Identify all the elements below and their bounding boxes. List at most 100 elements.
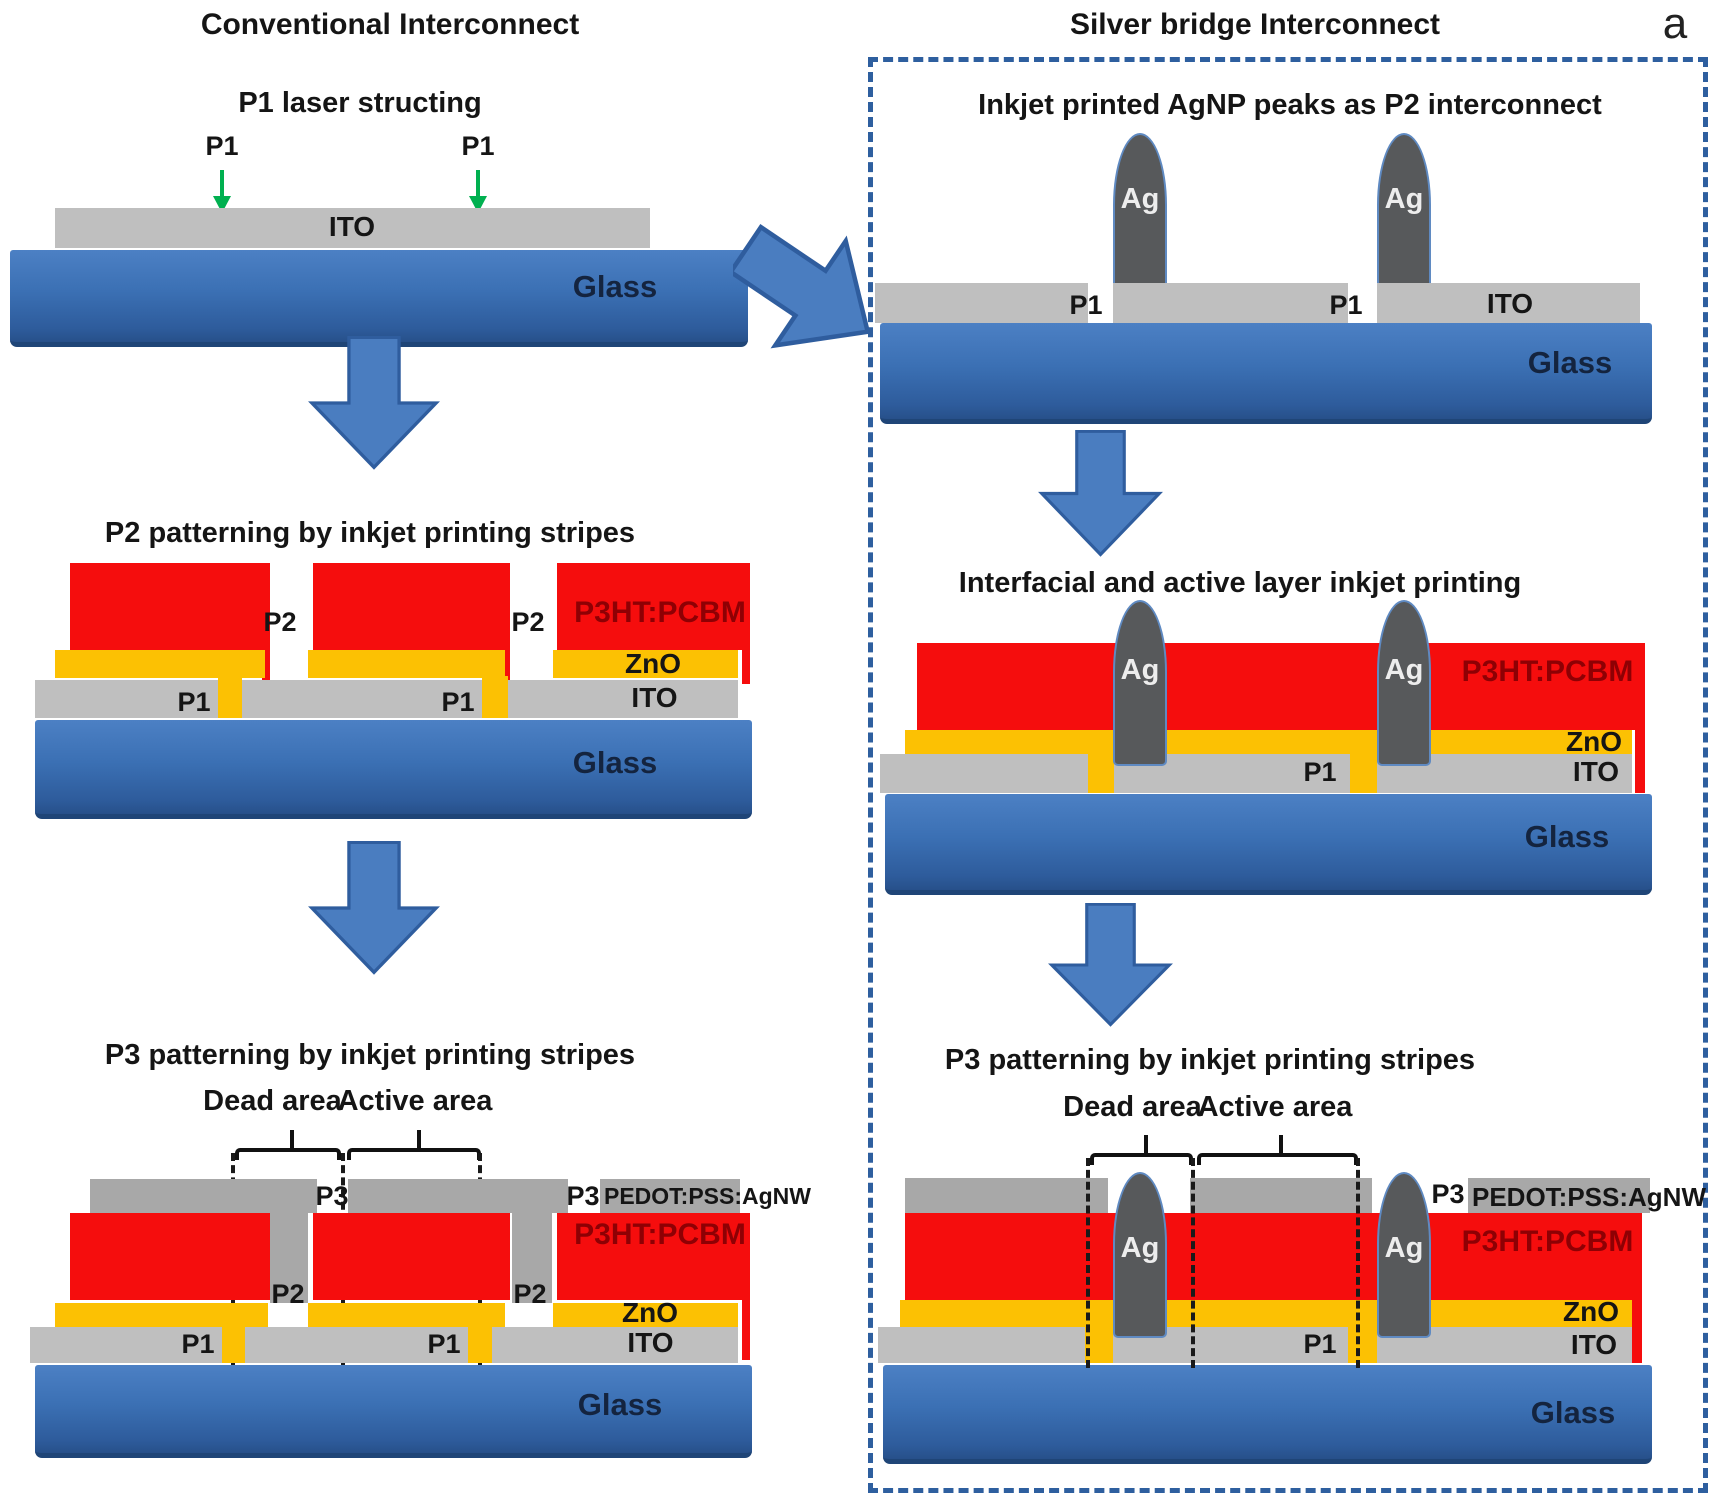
left-step2-p3ht-pcbm-label: P3HT:PCBM (574, 596, 746, 629)
left-step2-active-block-2 (313, 563, 510, 650)
right-step1-ag-pillar-right: Ag (1377, 133, 1431, 301)
left-step3-glass-substrate (35, 1365, 752, 1458)
ag-label: Ag (1120, 654, 1160, 686)
left-column-title: Conventional Interconnect (200, 8, 580, 41)
dashed-boundary-line (1191, 1158, 1195, 1368)
figure-panel-letter: a (1662, 0, 1688, 48)
right-step1-glass-substrate (880, 323, 1652, 424)
left-step2-red-edge-sliver (262, 648, 270, 684)
right-step2-p1-label: P1 (1303, 757, 1337, 787)
left-step2-glass-substrate (35, 720, 752, 819)
left-step3-p2-electrode-fill (270, 1179, 308, 1303)
right-step2-ag-pillar-right: Ag (1377, 600, 1431, 766)
right-step3-pedot-agnw-label: PEDOT:PSS:AgNW (1472, 1182, 1706, 1212)
ag-label: Ag (1384, 183, 1424, 215)
left-step2-zno-layer (553, 650, 738, 678)
right-step2-p1-groove-fill (1088, 730, 1114, 793)
bracket-tick (1144, 1135, 1148, 1157)
right-step3-ito-segment (878, 1327, 1085, 1363)
right-step2-p3ht-pcbm-label: P3HT:PCBM (1461, 655, 1634, 688)
left-step2-ito-label: ITO (631, 682, 678, 713)
left-step2-p2-label-left: P2 (263, 607, 297, 637)
active-area-bracket (347, 1130, 481, 1160)
right-column-title: Silver bridge Interconnect (1069, 8, 1441, 41)
right-step3-top-electrode-segment (905, 1178, 1108, 1213)
left-step2-ito-segment (508, 680, 738, 718)
left-step3-ito-segment (30, 1327, 222, 1363)
right-step3-caption: P3 patterning by inkjet printing stripes (944, 1044, 1476, 1076)
left-step3-red-edge-sliver (742, 1300, 750, 1360)
left-step3-p2-electrode-fill (512, 1179, 552, 1303)
right-step3-p3ht-pcbm-label: P3HT:PCBM (1461, 1225, 1634, 1258)
right-step1-p1-label-left: P1 (1069, 290, 1103, 320)
right-step2-caption: Interfacial and active layer inkjet prin… (958, 567, 1522, 599)
left-step2-active-block-3 (557, 563, 750, 650)
left-step1-caption: P1 laser structing (238, 87, 482, 119)
left-step2-ito-segment (35, 680, 218, 718)
dashed-boundary-line (1086, 1158, 1090, 1368)
left-step3-p1-groove-fill (222, 1303, 245, 1363)
left-step2-zno-label: ZnO (625, 648, 681, 679)
left-step2-red-edge-sliver (502, 648, 510, 684)
left-step3-ito-label: ITO (627, 1327, 674, 1358)
right-step2-ag-pillar-left: Ag (1113, 600, 1167, 766)
left-step1-glass-label: Glass (572, 269, 658, 304)
right-step3-glass-substrate (883, 1365, 1652, 1464)
right-step2-ito-segment (880, 754, 1088, 793)
flow-arrow-down-icon (1048, 903, 1173, 1027)
right-step3-zno-label: ZnO (1563, 1296, 1619, 1327)
left-step1-ito-label: ITO (328, 211, 376, 242)
right-step2-zno-layer (905, 730, 1632, 754)
right-step3-active-area-label: Active area (1197, 1091, 1353, 1123)
laser-arrow-icon (469, 170, 487, 213)
bracket-tick (290, 1130, 294, 1152)
dead-area-bracket (235, 1130, 341, 1160)
right-step3-red-edge-sliver (1632, 1300, 1642, 1363)
flow-arrow-right-icon (733, 224, 871, 349)
right-step3-p1-groove-fill (1348, 1300, 1377, 1363)
right-step1-glass-label: Glass (1527, 345, 1613, 380)
left-step1-p1-label-right: P1 (461, 131, 495, 161)
right-step1-ito-segment (1377, 283, 1640, 323)
flow-arrow-down-icon (1038, 430, 1163, 557)
left-step2-zno-layer (308, 650, 505, 678)
right-step3-ito-label: ITO (1570, 1329, 1618, 1360)
right-step2-red-edge-sliver (1635, 730, 1645, 793)
flow-arrow-down-icon (308, 841, 440, 975)
left-step2-glass-label: Glass (572, 745, 658, 780)
left-step3-p2-label-left: P2 (271, 1279, 305, 1309)
left-step3-p3-label: P3 (315, 1181, 349, 1211)
left-step3-ito-segment (245, 1327, 468, 1363)
left-step2-p1-groove-fill (482, 676, 508, 718)
left-step1-p1-label-left: P1 (205, 131, 239, 161)
left-step3-p1-label-left: P1 (181, 1329, 215, 1359)
bracket-tick (417, 1130, 421, 1152)
left-step3-p1-label-right: P1 (427, 1329, 461, 1359)
right-step2-glass-label: Glass (1524, 819, 1610, 854)
left-step3-zno-layer (553, 1303, 738, 1327)
left-step1-ito-layer (55, 208, 650, 248)
ag-label: Ag (1120, 183, 1160, 215)
left-step3-active-block-1 (70, 1213, 270, 1300)
laser-arrow-icon (213, 170, 231, 213)
left-step2-caption: P2 patterning by inkjet printing stripes (104, 517, 636, 549)
left-step3-pedot-agnw-label: PEDOT:PSS:AgNW (604, 1183, 811, 1209)
flow-arrow-down-icon (308, 336, 440, 470)
right-step3-zno-layer (900, 1300, 1632, 1327)
left-step2-p1-label-left: P1 (177, 687, 211, 717)
right-step3-ag-pillar-right: Ag (1377, 1172, 1431, 1338)
left-step3-p3-label-right: P3 (566, 1181, 600, 1211)
right-step1-ito-segment (1113, 283, 1348, 323)
right-step3-top-electrode-segment (1190, 1178, 1372, 1213)
ag-label: Ag (1120, 1232, 1160, 1264)
left-step3-glass-label: Glass (577, 1387, 663, 1422)
left-step2-active-block-1 (70, 563, 270, 650)
right-step1-ito-segment (875, 283, 1088, 323)
right-step3-top-electrode-segment (1468, 1178, 1650, 1213)
bracket-tick (1279, 1135, 1283, 1157)
left-step2-ito-segment (242, 680, 482, 718)
left-step3-p2-label-right: P2 (513, 1279, 547, 1309)
left-step3-p1-groove-fill (468, 1303, 492, 1363)
right-step3-ag-pillar-left: Ag (1113, 1172, 1167, 1338)
left-step3-top-electrode-segment (600, 1179, 740, 1213)
